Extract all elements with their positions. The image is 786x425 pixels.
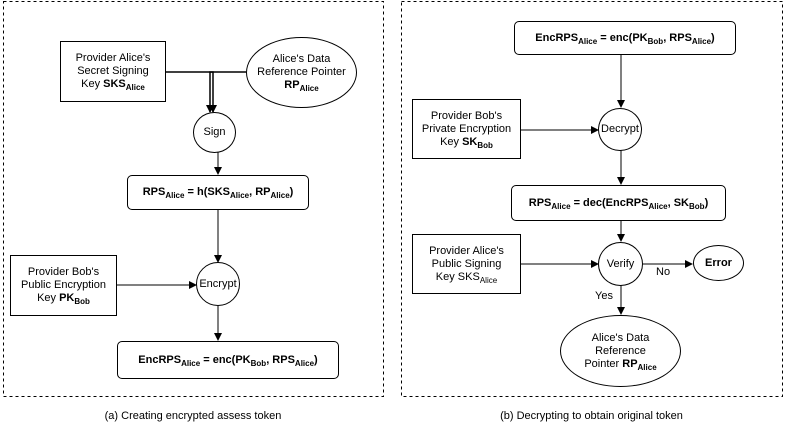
right-panel-border — [401, 1, 783, 397]
encrypt-process: Encrypt — [196, 262, 240, 306]
alice-data-reference-pointer: Alice's Data Reference Pointer RPAlice — [246, 37, 357, 108]
sign-process: Sign — [193, 112, 236, 153]
decrypt-process: Decrypt — [598, 108, 642, 151]
bob-public-encryption-key: Provider Bob's Public Encryption Key PKB… — [10, 255, 117, 316]
left-panel-caption: (a) Creating encrypted assess token — [104, 410, 282, 422]
yes-label: Yes — [595, 290, 613, 302]
rps-decrypt-equation: RPSAlice = dec(EncRPSAlice, SKBob) — [511, 185, 726, 221]
alice-public-signing-key: Provider Alice's Public Signing Key SKSA… — [412, 234, 521, 294]
edge-sks-to-sign — [166, 71, 217, 113]
right-panel-caption: (b) Decrypting to obtain original token — [500, 410, 683, 422]
alice-secret-signing-key: Provider Alice's Secret Signing Key SKSA… — [60, 41, 166, 102]
left-panel-border — [3, 1, 384, 397]
rps-hash-equation: RPSAlice = h(SKSAlice, RPAlice) — [127, 175, 309, 210]
alice-data-reference-pointer-result: Alice's Data Reference Pointer RPAlice — [560, 315, 681, 387]
bob-private-encryption-key: Provider Bob's Private Encryption Key SK… — [412, 99, 521, 159]
no-label: No — [656, 266, 671, 278]
enc-rps-equation-right: EncRPSAlice = enc(PKBob, RPSAlice) — [514, 21, 736, 55]
error-node: Error — [693, 245, 744, 281]
edge-rp-to-sign — [206, 71, 246, 113]
enc-rps-equation-left: EncRPSAlice = enc(PKBob, RPSAlice) — [117, 341, 339, 379]
verify-process: Verify — [598, 242, 643, 286]
